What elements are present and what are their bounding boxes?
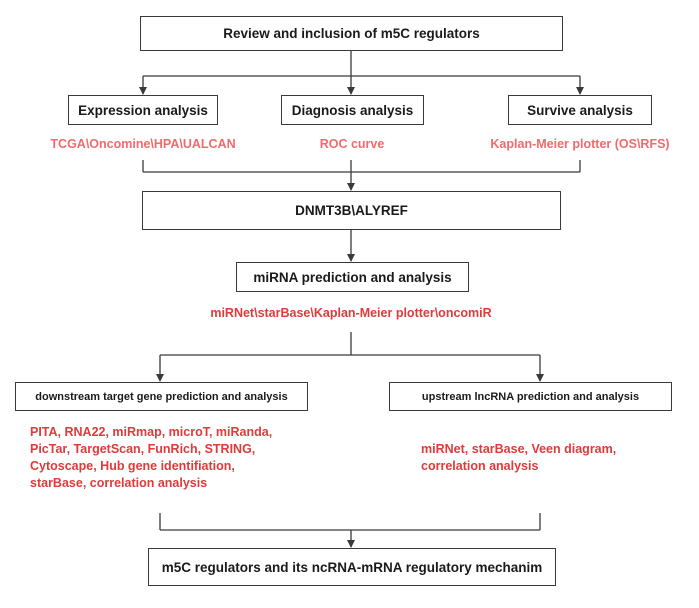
downstream-box: downstream target gene prediction and an… xyxy=(15,382,308,411)
mirna-box: miRNA prediction and analysis xyxy=(236,262,469,292)
mirna-tools: miRNet\starBase\Kaplan-Meier plotter\onc… xyxy=(210,306,492,320)
downstream-tools: PITA, RNA22, miRmap, microT, miRanda, Pi… xyxy=(30,424,320,492)
final-box: m5C regulators and its ncRNA-mRNA regula… xyxy=(148,548,556,586)
survive-tools: Kaplan-Meier plotter (OS\RFS) xyxy=(490,137,670,151)
expression-box: Expression analysis xyxy=(68,95,218,125)
upstream-tools: miRNet, starBase, Veen diagram, correlat… xyxy=(421,441,671,475)
upstream-tools-line: miRNet, starBase, Veen diagram, xyxy=(421,442,617,456)
downstream-tools-line: PicTar, TargetScan, FunRich, STRING, xyxy=(30,442,256,456)
diagnosis-tools: ROC curve xyxy=(319,137,385,151)
downstream-tools-line: PITA, RNA22, miRmap, microT, miRanda, xyxy=(30,425,273,439)
survive-box: Survive analysis xyxy=(508,95,652,125)
upstream-box: upstream lncRNA prediction and analysis xyxy=(389,382,672,411)
downstream-tools-line: starBase, correlation analysis xyxy=(30,476,208,490)
expression-tools: TCGA\Oncomine\HPA\UALCAN xyxy=(50,137,236,151)
downstream-tools-line: Cytoscape, Hub gene identifiation, xyxy=(30,459,235,473)
upstream-tools-line: correlation analysis xyxy=(421,459,539,473)
diagnosis-box: Diagnosis analysis xyxy=(281,95,424,125)
dnmt-box: DNMT3B\ALYREF xyxy=(142,191,561,230)
review-box: Review and inclusion of m5C regulators xyxy=(140,16,563,51)
